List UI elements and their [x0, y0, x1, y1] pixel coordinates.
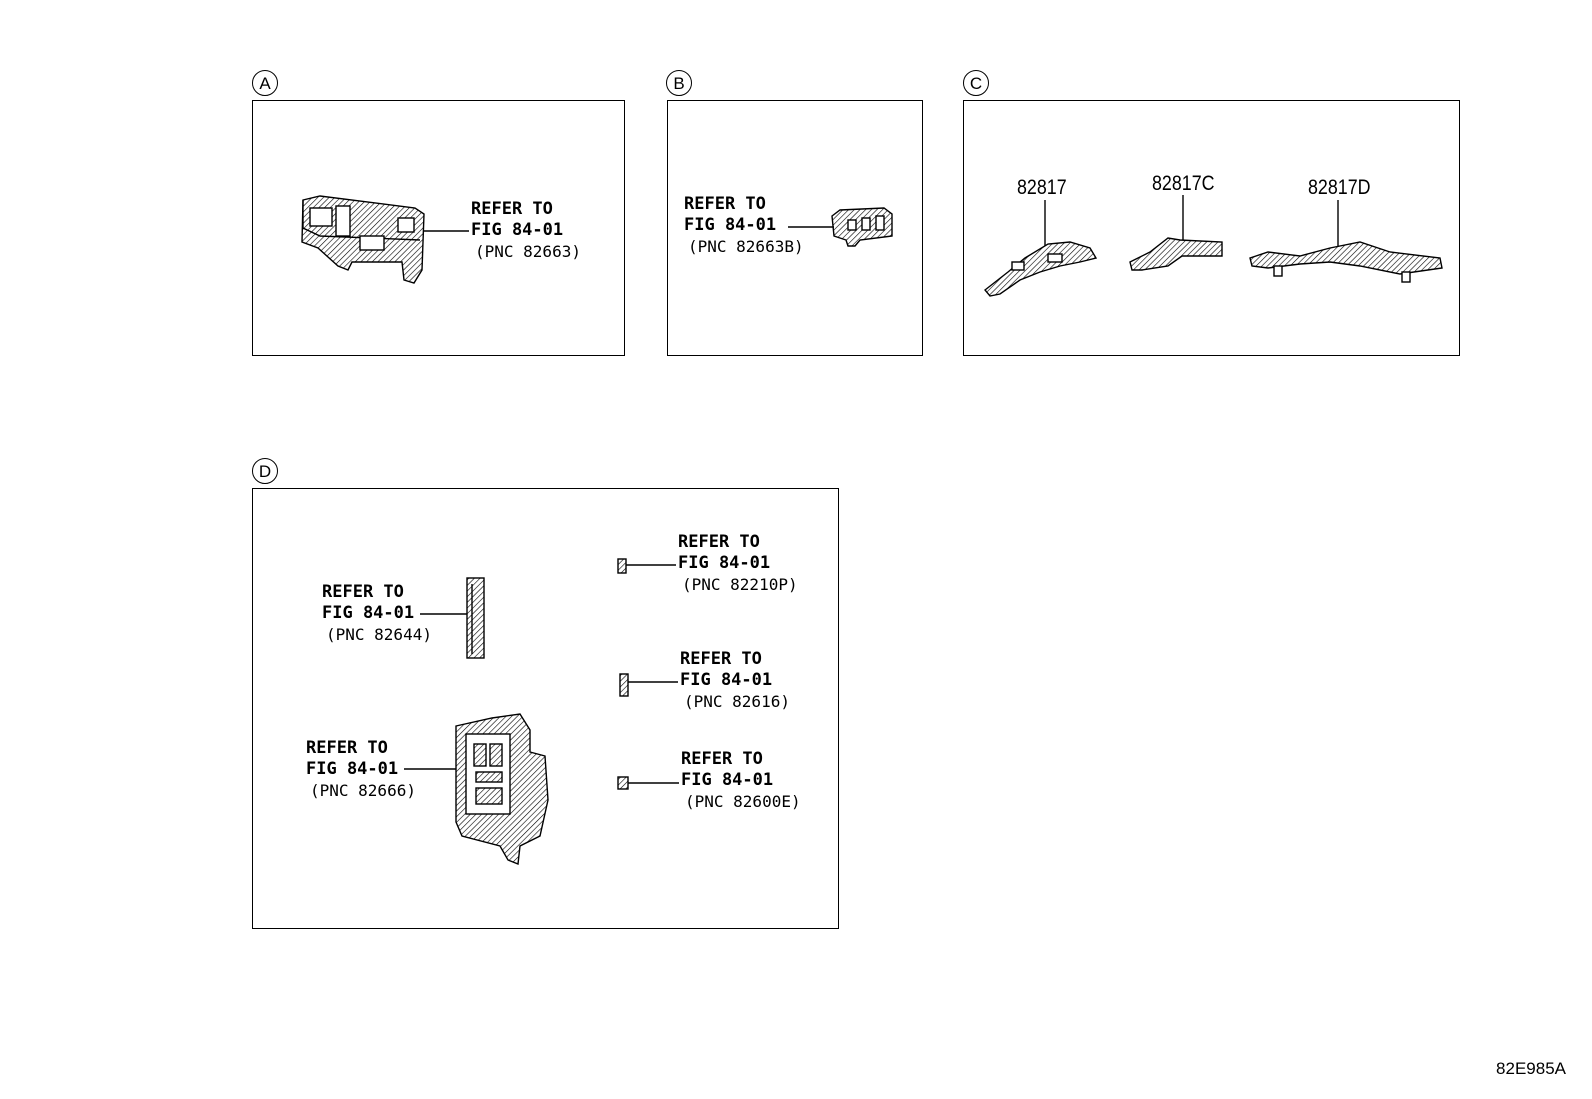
panel-a-bracket-drawing	[301, 195, 425, 284]
panel-d-leader-lines	[404, 564, 679, 784]
callout-line-2: FIG 84-01	[678, 553, 771, 573]
callout-line-2: FIG 84-01	[680, 670, 773, 690]
panel-d-callout-82210p: REFER TO FIG 84-01 (PNC 82210P)	[678, 532, 798, 595]
panel-a	[252, 100, 625, 356]
callout-line-1: REFER TO	[681, 749, 763, 769]
panel-a-callout: REFER TO FIG 84-01 (PNC 82663)	[471, 199, 581, 262]
callout-line-3: (PNC 82663B)	[688, 237, 804, 256]
callout-line-3: (PNC 82616)	[684, 692, 790, 711]
panel-c-harness-drawings	[984, 237, 1443, 297]
callout-line-1: REFER TO	[306, 738, 388, 758]
callout-line-1: REFER TO	[684, 194, 766, 214]
panel-c-label: C	[963, 70, 989, 96]
panel-c	[963, 100, 1460, 356]
callout-line-1: REFER TO	[678, 532, 760, 552]
callout-line-2: FIG 84-01	[306, 759, 399, 779]
panel-d	[252, 488, 839, 929]
panel-d-callout-82616: REFER TO FIG 84-01 (PNC 82616)	[680, 649, 790, 712]
panel-a-label: A	[252, 70, 278, 96]
callout-line-2: FIG 84-01	[322, 603, 415, 623]
panel-d-label: D	[252, 458, 278, 484]
panel-d-callout-82644: REFER TO FIG 84-01 (PNC 82644)	[322, 582, 432, 645]
part-number-82817: 82817	[1017, 176, 1067, 199]
panel-b	[667, 100, 923, 356]
callout-line-1: REFER TO	[322, 582, 404, 602]
callout-line-3: (PNC 82600E)	[685, 792, 801, 811]
callout-line-1: REFER TO	[680, 649, 762, 669]
panel-b-label: B	[666, 70, 692, 96]
callout-line-3: (PNC 82663)	[475, 242, 581, 261]
callout-line-2: FIG 84-01	[684, 215, 777, 235]
callout-line-3: (PNC 82666)	[310, 781, 416, 800]
panel-d-callout-82666: REFER TO FIG 84-01 (PNC 82666)	[306, 738, 416, 801]
panel-d-part-drawings	[455, 558, 629, 865]
callout-line-2: FIG 84-01	[471, 220, 564, 240]
panel-c-leader-lines	[1044, 195, 1339, 246]
callout-line-2: FIG 84-01	[681, 770, 774, 790]
panel-d-callout-82600e: REFER TO FIG 84-01 (PNC 82600E)	[681, 749, 801, 812]
callout-line-3: (PNC 82210P)	[682, 575, 798, 594]
callout-line-3: (PNC 82644)	[326, 625, 432, 644]
figure-number: 82E985A	[1496, 1059, 1566, 1078]
part-number-82817c: 82817C	[1152, 172, 1215, 195]
panel-b-callout: REFER TO FIG 84-01 (PNC 82663B)	[684, 194, 804, 257]
panel-b-connector-drawing	[831, 207, 893, 247]
part-number-82817d: 82817D	[1308, 176, 1371, 199]
callout-line-1: REFER TO	[471, 199, 553, 219]
